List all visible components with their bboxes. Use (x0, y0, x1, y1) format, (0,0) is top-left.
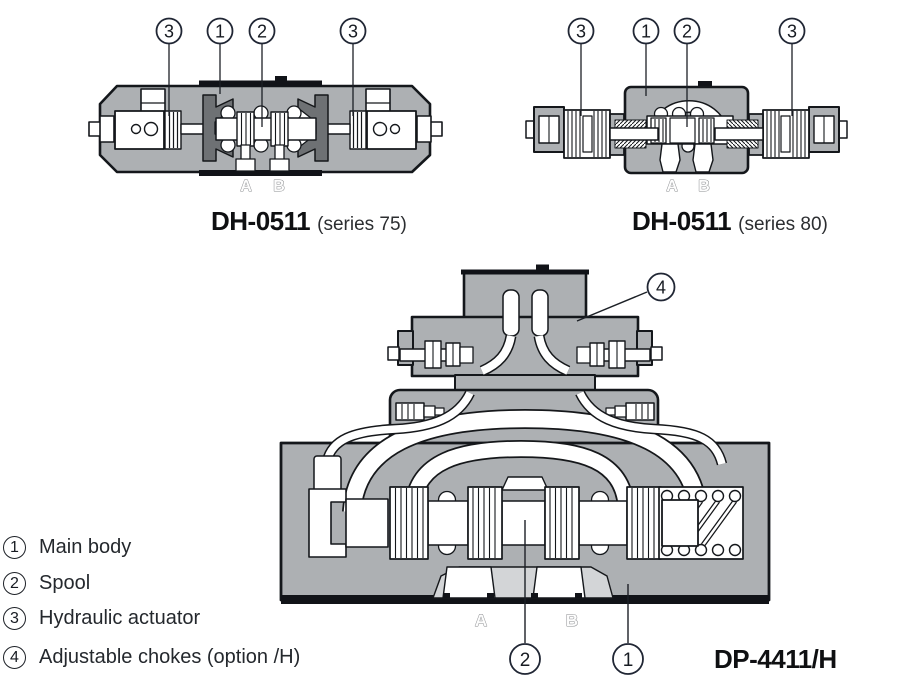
hydraulic-actuator-left-80 (525, 106, 659, 159)
series-name: (series 80) (738, 214, 828, 235)
callout-circle (646, 272, 676, 302)
callout-number: 2 (520, 650, 531, 671)
parts-legend: 1 Main body 2 Spool 3 Hydraulic actuator… (3, 0, 423, 682)
callout-circle (632, 17, 660, 45)
callout-number: 3 (164, 22, 174, 42)
valve-dh0511-series75-cross-section: 3 1 2 3 A B (88, 17, 443, 196)
port-a-label-75: A (240, 178, 252, 195)
callout-circle (339, 17, 367, 45)
cap-tick (536, 264, 549, 271)
inner-gallery (405, 441, 634, 508)
diagram-title-dp4411h: DP-4411/H (714, 644, 837, 674)
callout-number: 2 (682, 22, 692, 42)
port-a-label-dp: A (475, 611, 487, 630)
choke-screw-tip-right (650, 346, 663, 361)
tower-channel-right (535, 335, 570, 375)
port-a-label-80: A (666, 178, 678, 195)
port-stems-80 (659, 143, 714, 173)
adjustable-choke-left (399, 340, 474, 369)
callout-circle (778, 17, 806, 45)
legend-label: Hydraulic actuator (39, 607, 201, 629)
callouts-dp: 4 2 1 (509, 272, 676, 675)
valve-dp4411h-cross-section: 4 2 1 A B (279, 264, 771, 675)
callout-number: 3 (787, 22, 797, 42)
legend-item-hydraulic-actuator: 3 Hydraulic actuator (3, 607, 200, 630)
legend-item-main-body: 1 Main body (3, 536, 131, 559)
legend-number-badge: 4 (3, 646, 26, 669)
callout-circle (248, 17, 276, 45)
model-name: DH-0511 (211, 206, 311, 236)
callout-leader-lines-80 (580, 44, 793, 127)
top-nub-80 (698, 81, 712, 88)
callout-circle (673, 17, 701, 45)
legend-number-badge: 3 (3, 607, 26, 630)
port-stems-75 (235, 144, 290, 172)
callout-number: 1 (623, 650, 634, 671)
cap-tube-right (531, 289, 549, 337)
valve-dh0511-series80-cross-section: 3 1 2 3 A B (525, 17, 848, 196)
callout-number: 2 (257, 22, 267, 42)
callout-circle (206, 17, 234, 45)
callouts-75: 3 1 2 3 (155, 17, 367, 45)
callout-number: 3 (348, 22, 358, 42)
legend-label: Adjustable chokes (option /H) (39, 646, 301, 668)
bottom-ports-dp (432, 566, 614, 599)
outer-gallery (343, 410, 707, 513)
bottom-plate (199, 170, 322, 176)
return-spring (658, 486, 744, 560)
callout-circle (567, 17, 595, 45)
diagram-title-series75: DH-0511 (series 75) (211, 206, 407, 237)
model-name: DH-0511 (632, 206, 732, 236)
callout-number: 1 (215, 22, 225, 42)
cap-tube-left (502, 289, 520, 337)
top-plate (199, 80, 322, 87)
spool-80 (646, 106, 734, 153)
callout-number: 1 (641, 22, 651, 42)
legend-item-spool: 2 Spool (3, 572, 90, 595)
port-b-label-80: B (698, 178, 710, 195)
diagram-title-series80: DH-0511 (series 80) (632, 206, 828, 237)
callout-leader-lines-75 (168, 44, 354, 127)
hydraulic-actuator-left-75 (88, 88, 234, 162)
pilot-channel-right (576, 391, 726, 466)
legend-number-badge: 2 (3, 572, 26, 595)
top-nub (275, 76, 287, 82)
callouts-80: 3 1 2 3 (567, 17, 806, 45)
port-b-label-75: B (273, 178, 285, 195)
legend-number-badge: 1 (3, 536, 26, 559)
callout-circle (509, 643, 541, 675)
tower-channel-left (480, 335, 515, 375)
callout-leader-lines-dp (524, 291, 648, 643)
choke-screw-tip-left (387, 346, 400, 361)
pilot-plug-left (395, 402, 445, 421)
legend-label: Main body (39, 536, 132, 558)
callout-circle (155, 17, 183, 45)
callout-number: 4 (656, 278, 666, 298)
port-b-label-dp: B (566, 611, 578, 630)
spool-dp (308, 476, 662, 560)
callout-circle (612, 643, 644, 675)
pilot-channel-left (323, 391, 474, 463)
legend-label: Spool (39, 572, 91, 594)
callout-number: 3 (576, 22, 586, 42)
series-name: (series 75) (317, 214, 407, 235)
cap-top-bar (461, 269, 589, 275)
legend-item-adjustable-chokes: 4 Adjustable chokes (option /H) (3, 646, 300, 669)
